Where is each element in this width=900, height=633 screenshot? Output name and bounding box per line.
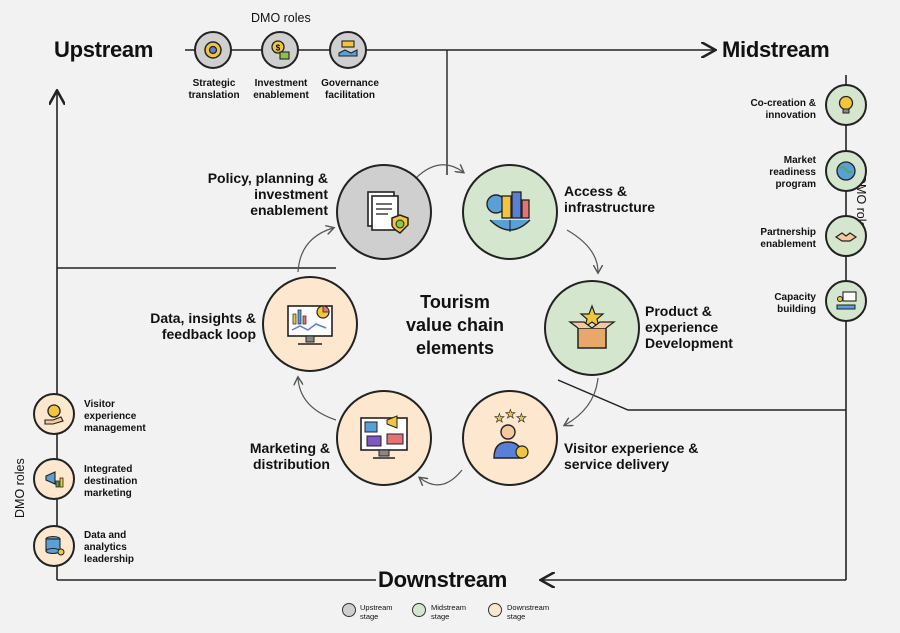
flow-arrow-6 (297, 228, 333, 273)
policy-element-circle (336, 164, 432, 260)
upstream-role-label-1: Strategic translation (188, 78, 240, 101)
upstream-role-label-3: Governance facilitation (321, 78, 379, 101)
product-element-circle (544, 280, 640, 376)
midstream-role-label-3: Partnership enablement (760, 227, 816, 250)
midstream-role-label-4: Capacity building (774, 292, 816, 315)
analytics-monitor-icon (287, 305, 333, 345)
upstream-dmo-roles-label: DMO roles (251, 11, 311, 25)
svg-text:★: ★ (494, 411, 505, 425)
marketing-element-label: Marketing & distribution (249, 440, 330, 472)
downstream-role-label-3: Data and analytics leadership (84, 530, 135, 565)
handshake-icon (825, 215, 867, 257)
person-stars-icon: ★★★ (493, 408, 529, 459)
downstream-role-label-2: Integrated destination marketing (84, 464, 138, 499)
gear-hand-icon (33, 393, 75, 435)
upstream-role-label-2: Investment enablement (253, 78, 309, 101)
visitor-element-label: Visitor experience & service delivery (564, 440, 699, 472)
flow-arrow-3 (565, 377, 599, 425)
megaphone-chart-icon (33, 458, 75, 500)
midstream-heading: Midstream (722, 37, 830, 62)
access-element-label: Access & infrastructure (564, 183, 656, 215)
access-element-circle (462, 164, 558, 260)
flow-arrow-5 (298, 378, 337, 421)
midstream-role-label-1: Co-creation & innovation (750, 98, 816, 121)
money-bag-icon: $ (261, 31, 299, 69)
legend-midstream-swatch (412, 603, 426, 617)
data-element-circle (262, 276, 358, 372)
upstream-heading: Upstream (54, 37, 154, 62)
lightbulb-hands-icon (825, 84, 867, 126)
downstream-dmo-roles-label: DMO roles (13, 458, 27, 518)
flow-arrow-1 (415, 165, 463, 179)
svg-text:★: ★ (516, 411, 527, 425)
downstream-role-label-1: Visitor experience management (84, 399, 146, 434)
document-shield-icon (367, 191, 409, 234)
flow-arrow-4 (420, 469, 463, 485)
svg-text:★: ★ (505, 408, 516, 421)
globe-chart-icon (825, 150, 867, 192)
midstream-role-label-2: Market readiness program (769, 155, 816, 190)
legend-upstream-swatch (342, 603, 356, 617)
data-element-label: Data, insights & feedback loop (150, 310, 256, 342)
handshake-building-icon (329, 31, 367, 69)
database-icon (33, 525, 75, 567)
visitor-element-circle: ★★★ (462, 390, 558, 486)
product-element-label: Product & experience Development (645, 303, 733, 351)
open-box-icon (568, 304, 616, 349)
center-title: Tourism value chain elements (405, 292, 505, 358)
presentation-icon (825, 280, 867, 322)
legend-downstream-swatch (488, 603, 502, 617)
monitor-megaphone-icon (360, 415, 408, 459)
downstream-heading: Downstream (378, 567, 508, 592)
marketing-element-circle (336, 390, 432, 486)
svg-text:$: $ (276, 44, 281, 53)
right-branch-line (557, 379, 846, 411)
city-globe-icon (486, 191, 531, 232)
gear-chess-icon (194, 31, 232, 69)
policy-element-label: Policy, planning & investment enablement (207, 170, 328, 218)
flow-arrow-2 (566, 229, 598, 272)
